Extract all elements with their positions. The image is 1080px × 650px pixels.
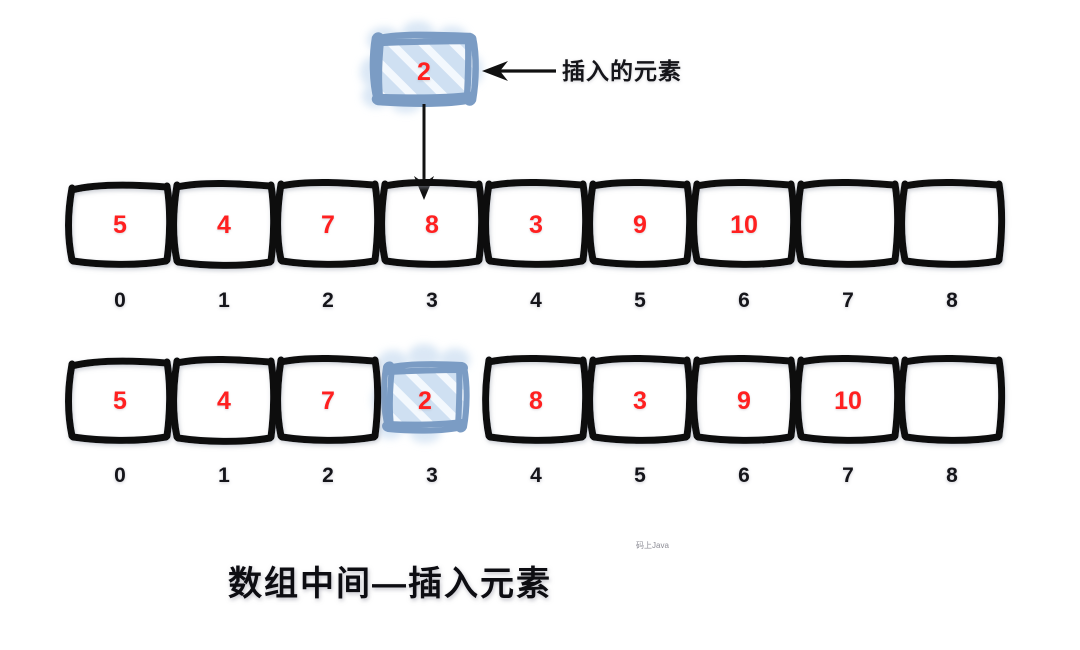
array-row-before	[65, 178, 1006, 269]
highlighted-cell-after	[372, 344, 470, 443]
array-row-after	[65, 344, 1006, 445]
inserted-element-box	[360, 21, 483, 113]
inserted-element-callout-arrow	[482, 61, 556, 81]
